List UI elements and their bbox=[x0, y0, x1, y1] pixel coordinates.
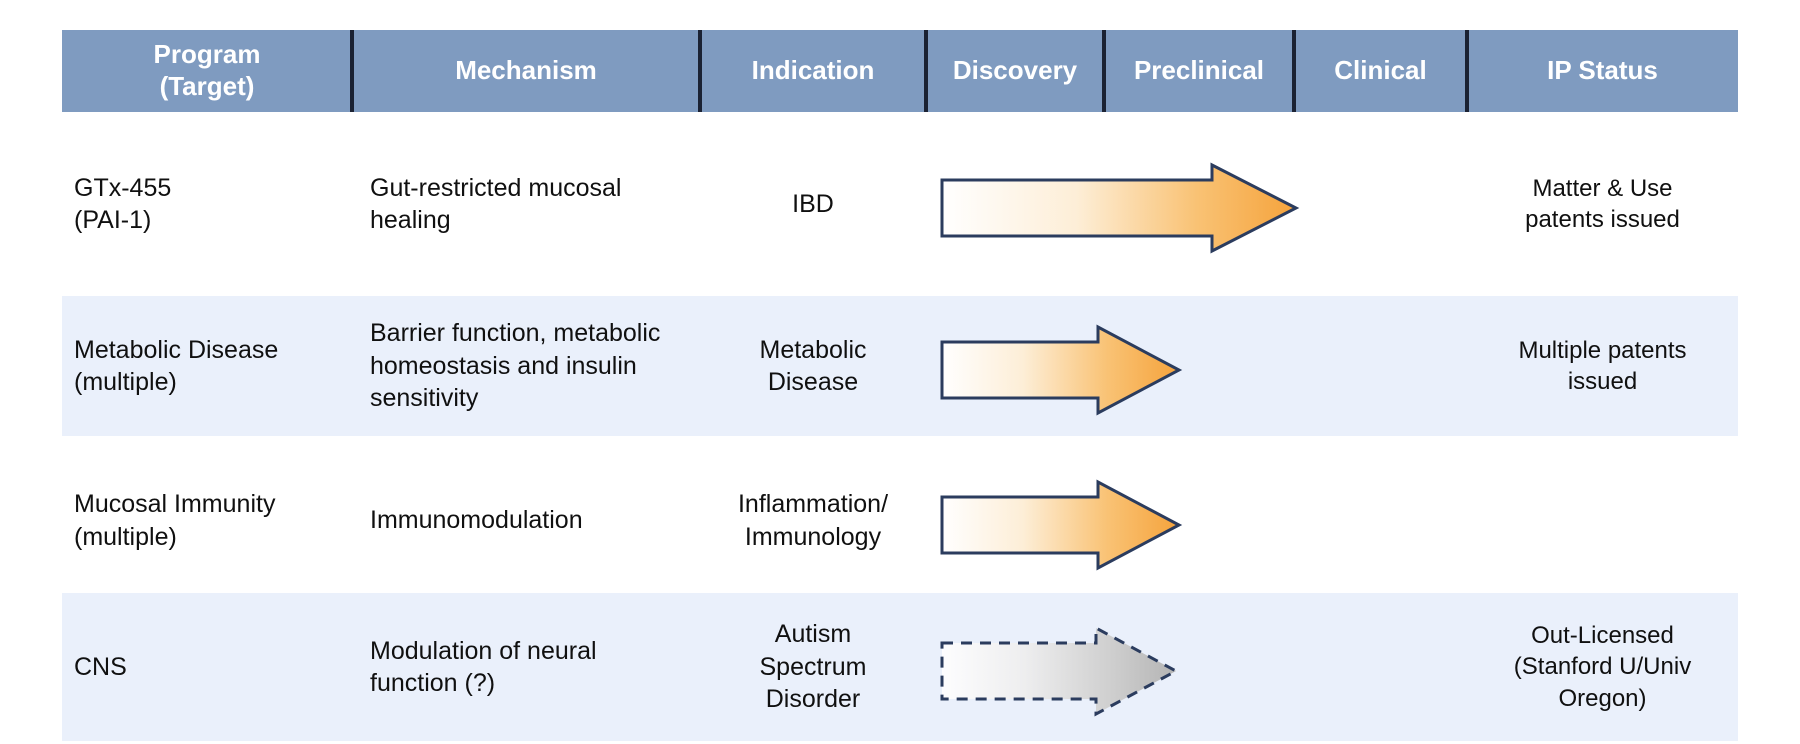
row-indication-cell: IBD bbox=[792, 189, 834, 218]
row-indication-line1: Inflammation/ bbox=[737, 490, 889, 518]
row-program-line2: (multiple) bbox=[74, 368, 177, 396]
row-indication-line2: Immunology bbox=[744, 522, 882, 551]
column-header-clinical: Clinical bbox=[1292, 30, 1467, 112]
row-progress-cell bbox=[926, 296, 1467, 436]
progress-arrow-shape bbox=[940, 625, 1180, 717]
progress-arrow bbox=[940, 479, 1183, 570]
row-indication-line3: Disorder bbox=[765, 685, 861, 714]
column-header-program-line1: Program bbox=[153, 39, 261, 70]
row-ip-line2: issued bbox=[1567, 368, 1638, 395]
row-ip-status-cell: Matter & Use patents issued bbox=[1467, 134, 1738, 274]
row-progress-cell bbox=[926, 593, 1467, 741]
row-indication-line2: Spectrum bbox=[759, 652, 867, 681]
row-program-line1: GTx-455 bbox=[74, 173, 172, 202]
row-gap-2 bbox=[62, 436, 1738, 458]
table-header-row: Program (Target) Mechanism Indication Di… bbox=[62, 30, 1738, 112]
column-header-program: Program (Target) bbox=[62, 30, 352, 112]
row-ip-status-cell: Multiple patents issued bbox=[1467, 296, 1738, 436]
row-progress-cell bbox=[926, 458, 1467, 583]
table-row: Mucosal Immunity (multiple) Immunomodula… bbox=[62, 458, 1738, 583]
row-program-line1: Mucosal Immunity bbox=[74, 490, 276, 518]
row-indication-cell: Metabolic Disease bbox=[700, 296, 926, 436]
row-ip-line1: Matter & Use bbox=[1532, 174, 1673, 202]
row-indication-cell: Autism Spectrum Disorder bbox=[700, 593, 926, 741]
row-program-cell: GTx-455 (PAI-1) bbox=[62, 134, 352, 274]
progress-arrow-shape bbox=[940, 479, 1183, 570]
header-body-gap bbox=[62, 112, 1738, 134]
table-row: CNS Modulation of neural function (?) Au… bbox=[62, 593, 1738, 741]
row-indication-cell: Inflammation/ Immunology bbox=[700, 458, 926, 583]
row-ip-status-cell bbox=[1467, 458, 1738, 583]
row-program-cell: Metabolic Disease (multiple) bbox=[62, 296, 352, 436]
row-indication-line1: Metabolic bbox=[759, 335, 867, 364]
progress-arrow-dashed bbox=[940, 625, 1180, 717]
progress-arrow bbox=[940, 162, 1300, 254]
row-program-cell: CNS bbox=[62, 593, 352, 741]
row-progress-cell bbox=[926, 134, 1467, 274]
table-row: Metabolic Disease (multiple) Barrier fun… bbox=[62, 296, 1738, 436]
row-ip-line1: Out-Licensed bbox=[1531, 622, 1674, 650]
row-ip-line3: Oregon) bbox=[1558, 684, 1647, 712]
row-ip-line2: patents issued bbox=[1525, 206, 1680, 233]
row-ip-line2: (Stanford U/Univ bbox=[1513, 653, 1692, 681]
row-mechanism-cell: Barrier function, metabolic homeostasis … bbox=[370, 319, 661, 413]
row-indication-line1: Autism bbox=[774, 620, 852, 649]
row-program-line1: CNS bbox=[74, 652, 127, 681]
table-row: GTx-455 (PAI-1) Gut-restricted mucosal h… bbox=[62, 134, 1738, 274]
column-header-ip-status: IP Status bbox=[1465, 30, 1738, 112]
progress-arrow-shape bbox=[940, 162, 1300, 254]
row-indication-line2: Disease bbox=[767, 368, 859, 396]
pipeline-table: Program (Target) Mechanism Indication Di… bbox=[62, 30, 1738, 741]
row-gap-3 bbox=[62, 583, 1738, 593]
column-header-program-line2: (Target) bbox=[159, 71, 255, 101]
row-program-line1: Metabolic Disease bbox=[74, 335, 279, 364]
row-ip-line1: Multiple patents bbox=[1518, 336, 1687, 364]
row-mechanism-cell: Modulation of neural function (?) bbox=[370, 636, 597, 698]
row-gap-1 bbox=[62, 274, 1738, 296]
row-program-line2: (PAI-1) bbox=[74, 206, 152, 234]
row-program-line2: (multiple) bbox=[74, 522, 177, 551]
column-header-preclinical: Preclinical bbox=[1102, 30, 1294, 112]
column-header-mechanism: Mechanism bbox=[350, 30, 700, 112]
progress-arrow-shape bbox=[940, 324, 1183, 416]
row-mechanism-cell: Gut-restricted mucosal healing bbox=[370, 173, 622, 235]
row-ip-status-cell: Out-Licensed (Stanford U/Univ Oregon) bbox=[1467, 593, 1738, 741]
column-header-indication: Indication bbox=[698, 30, 926, 112]
row-mechanism-cell: Immunomodulation bbox=[370, 506, 583, 535]
progress-arrow bbox=[940, 324, 1183, 416]
row-program-cell: Mucosal Immunity (multiple) bbox=[62, 458, 352, 583]
column-header-discovery: Discovery bbox=[924, 30, 1104, 112]
